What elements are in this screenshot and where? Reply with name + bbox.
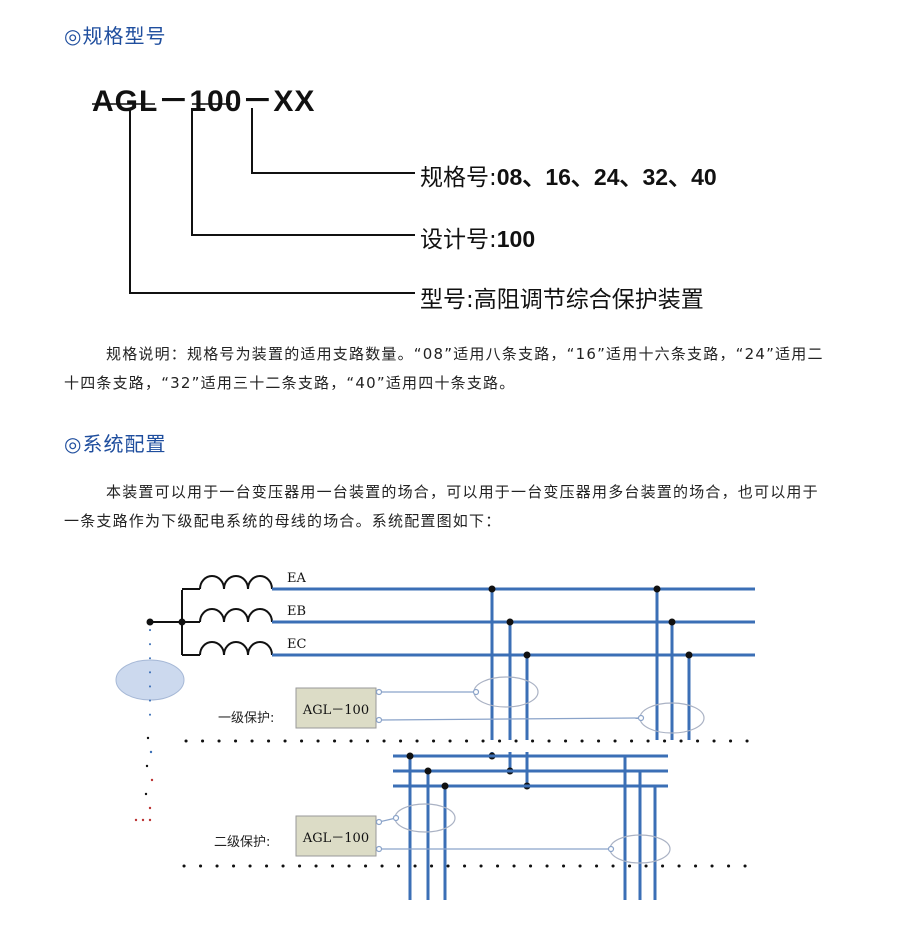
- leader-model: [129, 108, 415, 294]
- model-leader-lines: [92, 103, 415, 294]
- callout-value: 08、16、24、32、40: [496, 164, 717, 190]
- ground-ellipse: [115, 659, 185, 701]
- callout-label: 型号:: [420, 287, 474, 313]
- spec-note-paragraph: 规格说明：规格号为装置的适用支路数量。“08”适用八条支路，“16”适用十六条支…: [64, 345, 824, 392]
- callout-value: 100: [496, 226, 536, 252]
- phase-label-ec: EC: [287, 637, 306, 652]
- leader-spec-number: [251, 108, 415, 174]
- callout-spec-number: 规格号:08、16、24、32、40: [420, 158, 717, 192]
- secondary-bus: [393, 754, 668, 900]
- phase-label-ea: EA: [287, 571, 306, 586]
- device-box-level1: [295, 687, 377, 729]
- level2-protection-label: 二级保护:: [214, 835, 270, 850]
- device-box-level2: [295, 815, 377, 857]
- callout-value: 高阻调节综合保护装置: [473, 287, 704, 313]
- phase-label-eb: EB: [287, 604, 306, 619]
- system-diagram: EA EB EC: [115, 571, 762, 900]
- level1-protection-label: 一级保护:: [218, 711, 274, 726]
- callout-model: 型号:高阻调节综合保护装置: [420, 280, 704, 314]
- section-heading-config: ◎系统配置: [64, 432, 167, 456]
- device-label-level2: AGL－100: [302, 831, 369, 846]
- callout-label: 规格号:: [420, 165, 497, 191]
- ground-dot-trail: [134, 629, 154, 822]
- transformer-coils: [150, 575, 273, 656]
- config-paragraph: 本装置可以用于一台变压器用一台装置的场合，可以用于一台变压器用多台装置的场合，也…: [64, 483, 819, 530]
- callout-label: 设计号:: [420, 227, 497, 253]
- leader-design-number: [191, 108, 415, 236]
- device-label-level1: AGL－100: [302, 703, 369, 718]
- callout-design-number: 设计号:100: [420, 220, 535, 254]
- ct-rings-level2: [394, 803, 671, 864]
- section-heading-spec: ◎规格型号: [64, 24, 167, 48]
